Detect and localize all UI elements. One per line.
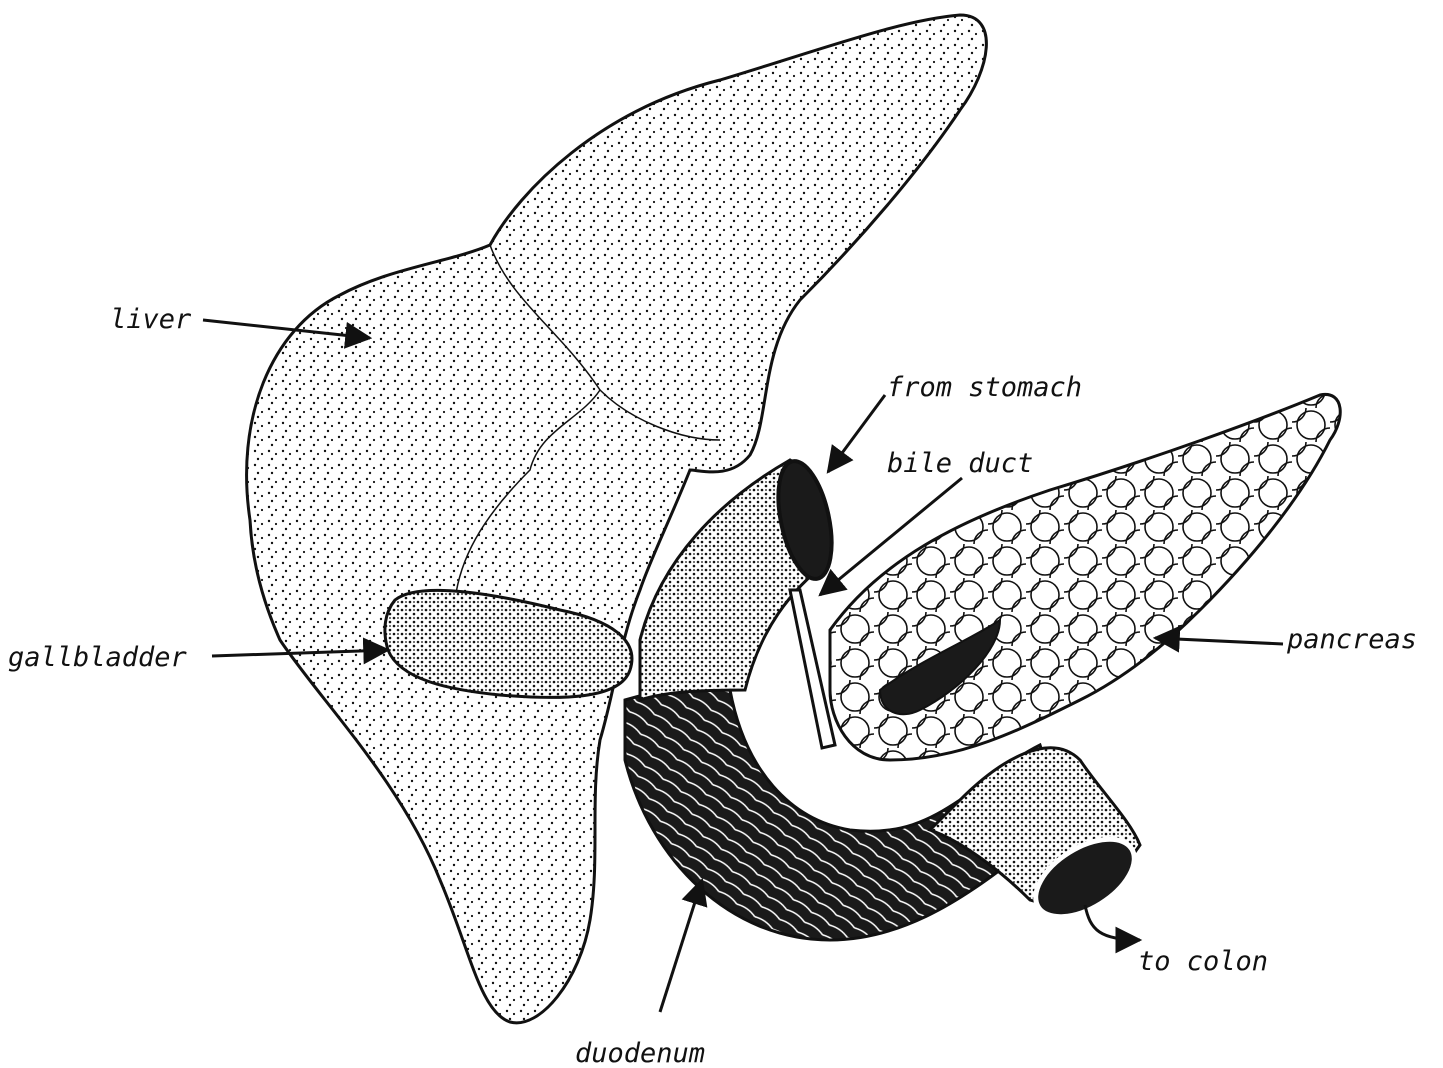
label-gallbladder: gallbladder (8, 642, 188, 673)
bile-duct-shape (790, 590, 835, 748)
label-to-colon: to colon (1138, 946, 1268, 977)
label-from-stomach: from stomach (887, 372, 1082, 403)
duodenum-leader (660, 880, 702, 1012)
label-liver: liver (110, 304, 192, 335)
label-duodenum: duodenum (575, 1038, 705, 1068)
label-bile-duct: bile duct (887, 448, 1033, 479)
from-stomach-leader (828, 395, 885, 472)
label-pancreas: pancreas (1286, 624, 1417, 655)
pancreas-leader (1155, 638, 1283, 644)
